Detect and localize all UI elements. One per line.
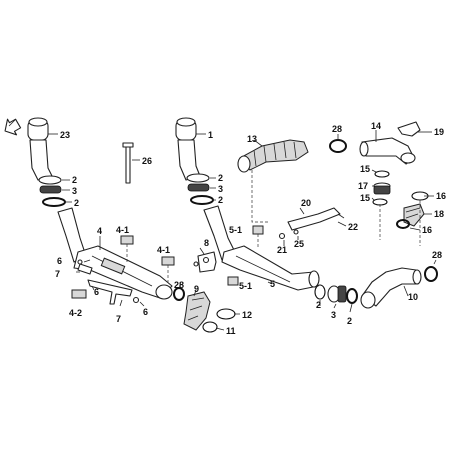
pad-5-1-upper bbox=[252, 225, 264, 235]
pad-4-1-lower bbox=[161, 256, 175, 266]
label-6-a: 6 bbox=[57, 256, 62, 266]
center-joint-pipe bbox=[183, 291, 211, 331]
label-8: 8 bbox=[204, 238, 209, 248]
callout-labels: 23 1 26 2 3 2 2 3 2 13 28 14 19 15 17 15… bbox=[55, 121, 446, 336]
gasket-11 bbox=[202, 321, 218, 333]
label-7-b: 7 bbox=[116, 314, 121, 324]
label-20: 20 bbox=[301, 198, 311, 208]
right-clamp-stack bbox=[186, 173, 214, 205]
label-2-a: 2 bbox=[72, 175, 77, 185]
left-bracket-lower bbox=[77, 259, 140, 305]
dashed-leader-13 bbox=[251, 170, 268, 223]
pad-5-1-lower bbox=[227, 276, 239, 286]
label-7-a: 7 bbox=[55, 269, 60, 279]
label-1: 1 bbox=[208, 130, 213, 140]
label-13: 13 bbox=[247, 134, 257, 144]
label-2-e: 2 bbox=[316, 300, 321, 310]
label-28-c: 28 bbox=[432, 250, 442, 260]
label-17: 17 bbox=[358, 181, 368, 191]
label-2-c: 2 bbox=[218, 173, 223, 183]
label-4: 4 bbox=[97, 226, 102, 236]
dashed-leaders-left bbox=[126, 244, 169, 282]
rear-curved-pipe bbox=[360, 267, 422, 309]
heat-guard bbox=[397, 121, 421, 137]
label-28-a: 28 bbox=[332, 124, 342, 134]
right-joint-stack bbox=[372, 170, 429, 229]
label-16-b: 16 bbox=[422, 225, 432, 235]
dashed-leaders-right bbox=[379, 200, 421, 246]
label-9: 9 bbox=[194, 284, 199, 294]
upper-elbow bbox=[359, 137, 416, 165]
label-5-1-a: 5-1 bbox=[229, 225, 242, 235]
label-10: 10 bbox=[408, 292, 418, 302]
label-11: 11 bbox=[226, 326, 236, 336]
label-3-b: 3 bbox=[218, 184, 223, 194]
label-12: 12 bbox=[242, 310, 252, 320]
left-silencer-tip bbox=[27, 117, 53, 181]
pad-4-2 bbox=[71, 289, 87, 299]
label-18: 18 bbox=[434, 209, 444, 219]
label-2-d: 2 bbox=[218, 195, 223, 205]
label-2-f: 2 bbox=[347, 316, 352, 326]
center-clamp-stack bbox=[314, 284, 358, 304]
label-26: 26 bbox=[142, 156, 152, 166]
support-bracket bbox=[278, 207, 345, 240]
label-5: 5 bbox=[270, 279, 275, 289]
gasket-upper bbox=[329, 139, 347, 153]
label-3-c: 3 bbox=[331, 310, 336, 320]
label-16-a: 16 bbox=[436, 191, 446, 201]
label-22: 22 bbox=[348, 222, 358, 232]
gasket-12 bbox=[216, 308, 236, 320]
label-6-c: 6 bbox=[143, 307, 148, 317]
label-4-2: 4-2 bbox=[69, 308, 82, 318]
label-2-b: 2 bbox=[74, 198, 79, 208]
label-6-b: 6 bbox=[94, 287, 99, 297]
label-14: 14 bbox=[371, 121, 381, 131]
left-clamp-stack bbox=[38, 175, 66, 207]
label-28-b: 28 bbox=[174, 280, 184, 290]
leader-lines bbox=[48, 130, 437, 331]
flex-hose bbox=[237, 139, 309, 173]
mount-bracket bbox=[193, 251, 217, 273]
label-4-1-b: 4-1 bbox=[157, 245, 170, 255]
label-23: 23 bbox=[60, 130, 70, 140]
pad-4-1-upper bbox=[120, 235, 134, 245]
label-21: 21 bbox=[277, 245, 287, 255]
right-silencer-tip bbox=[175, 117, 201, 181]
label-3-a: 3 bbox=[72, 186, 77, 196]
label-15-a: 15 bbox=[360, 164, 370, 174]
label-25: 25 bbox=[294, 239, 304, 249]
gasket-rear bbox=[424, 266, 438, 282]
label-19: 19 bbox=[434, 127, 444, 137]
label-4-1-a: 4-1 bbox=[116, 225, 129, 235]
label-5-1-b: 5-1 bbox=[239, 281, 252, 291]
left-muffler-body bbox=[73, 245, 173, 300]
label-15-b: 15 bbox=[360, 193, 370, 203]
front-arrow-icon bbox=[4, 118, 22, 136]
gasket-center bbox=[173, 287, 185, 301]
hanger-rod bbox=[122, 142, 134, 184]
